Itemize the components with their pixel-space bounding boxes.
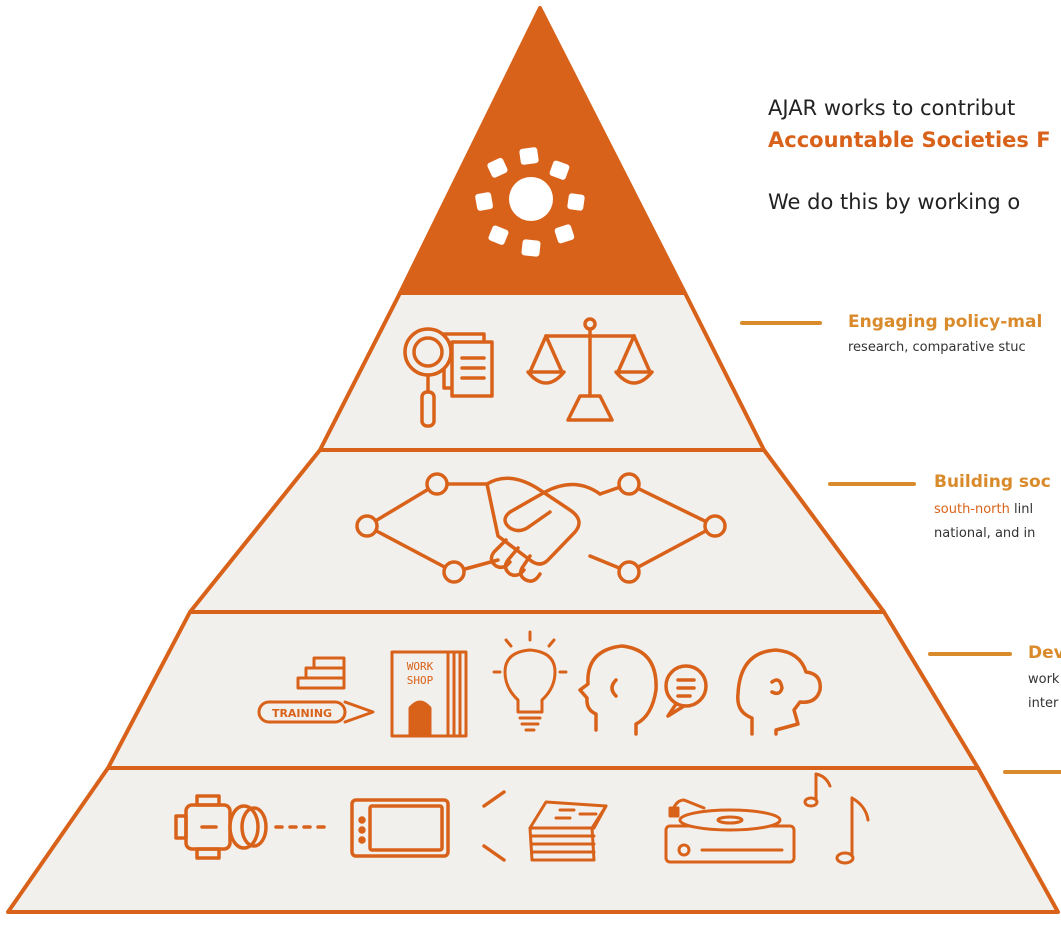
level-3-description-line2: inter [1028, 696, 1059, 711]
intro-text-line1: AJAR works to contribut [768, 96, 1016, 120]
scales-of-justice-icon [526, 317, 654, 422]
lightbulb-icon [492, 630, 568, 732]
pyramid-apex [398, 6, 687, 295]
level-2-title: Building soc [934, 472, 1051, 492]
workshop-label-line2: SHOP [407, 674, 434, 687]
workshop-book-icon: WORK SHOP [390, 650, 468, 738]
tier-3 [106, 610, 980, 770]
level-1-title: Engaging policy-mal [848, 312, 1043, 332]
dialogue-heads-icon [578, 644, 822, 736]
record-player-icon [664, 798, 796, 864]
magnifier-documents-icon [403, 327, 494, 428]
network-handshake-icon [355, 472, 727, 584]
level-2-description-line2: national, and in [934, 526, 1036, 541]
projector-screen-icon [174, 790, 506, 862]
level-2-description-line1: south-north linl [934, 502, 1033, 517]
intro-text-emphasis: Accountable Societies F [768, 128, 1051, 152]
level-2-accent-text: south-north [934, 502, 1010, 517]
newspaper-stack-icon [528, 800, 608, 862]
level-3-title: Dev [1028, 643, 1061, 663]
connector-lines [740, 321, 1061, 774]
level-2-desc-rest: linl [1009, 502, 1034, 517]
level-3-description-line1: work [1028, 672, 1060, 687]
music-notes-icon [803, 772, 870, 865]
training-label: TRAINING [272, 707, 332, 720]
community-sun-icon [475, 147, 585, 257]
intro-text-line3: We do this by working o [768, 190, 1021, 214]
training-pencil-icon: TRAINING [257, 656, 375, 724]
level-1-description: research, comparative stuc [848, 340, 1026, 355]
workshop-label-line1: WORK [407, 660, 434, 673]
